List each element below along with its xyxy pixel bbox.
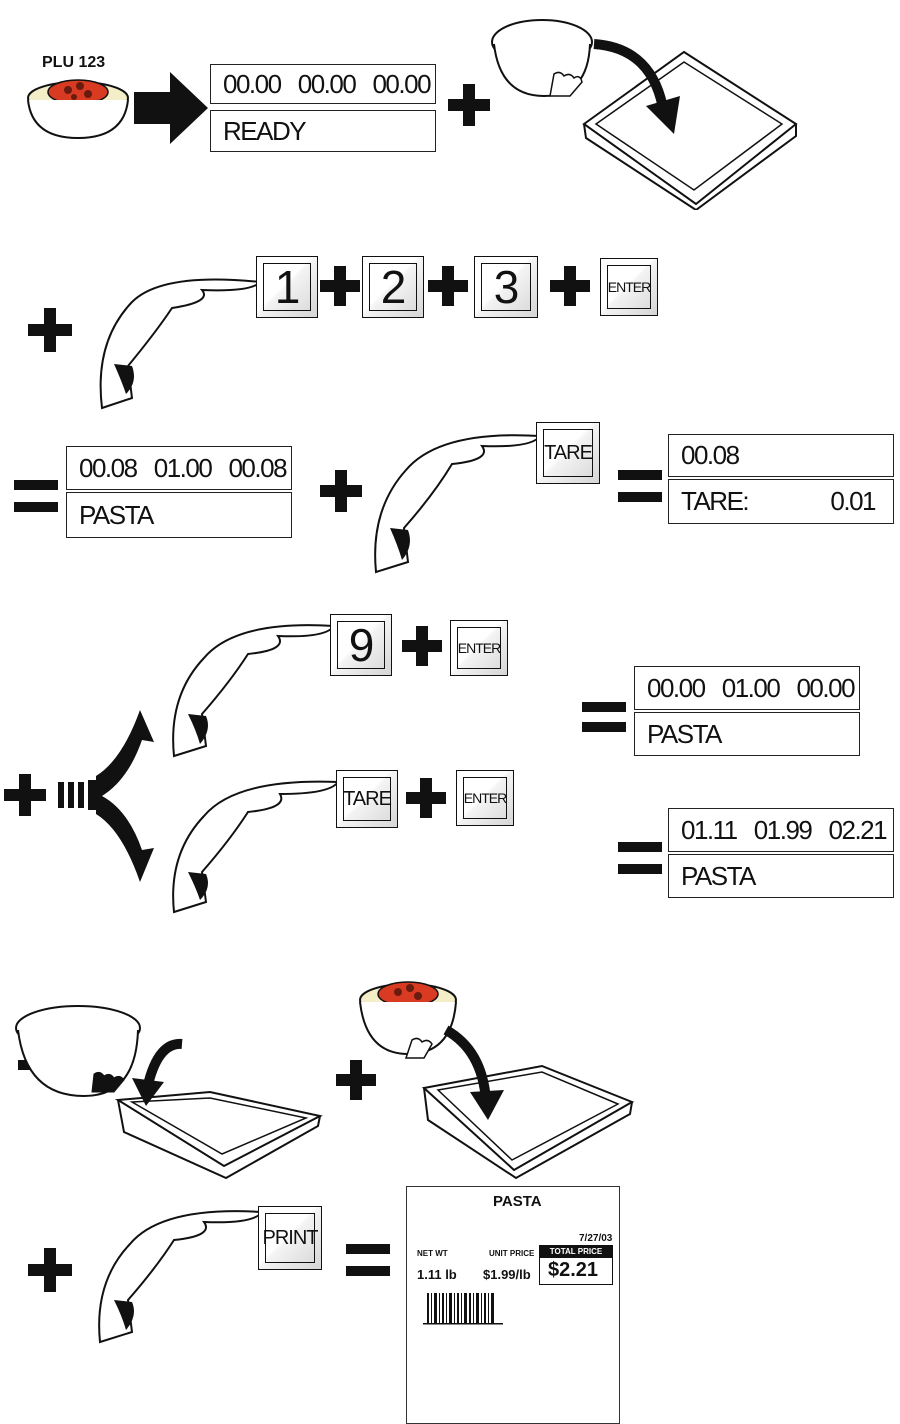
scale-display-tare: 00.08 TARE: 0.01	[668, 434, 894, 524]
pointing-hand-icon	[370, 420, 542, 576]
label-date: 7/27/03	[579, 1233, 613, 1244]
plu-label: PLU 123	[42, 54, 106, 71]
equals-icon	[582, 702, 626, 732]
key-enter[interactable]: ENTER	[600, 258, 658, 316]
plus-icon	[448, 84, 490, 126]
equals-icon	[618, 842, 662, 874]
pointing-hand-icon	[168, 610, 336, 760]
key-tare-label: TARE	[343, 777, 392, 821]
remove-empty-bowl-icon	[6, 1002, 326, 1180]
key-tare[interactable]: TARE	[536, 422, 600, 484]
net-wt-value: 1.11 lb	[417, 1267, 457, 1282]
tare-value: 0.01	[830, 486, 876, 516]
fork-arrow-icon	[56, 700, 156, 890]
printed-label: PASTA 7/27/03 NET WT UNIT PRICE TOTAL PR…	[406, 1186, 620, 1424]
display-bottom-line: TARE: 0.01	[668, 479, 894, 524]
scale-display-pasta: 00.08 01.00 00.08 PASTA	[66, 446, 292, 538]
pointing-hand-icon	[92, 262, 262, 412]
place-pasta-bowl-icon	[352, 970, 642, 1180]
plus-icon	[550, 266, 590, 306]
scale-display-pasta-zeroed: 00.00 01.00 00.00 PASTA	[634, 666, 860, 756]
key-9[interactable]: 9	[330, 614, 392, 676]
barcode-icon	[423, 1293, 503, 1327]
key-enter-label: ENTER	[463, 777, 507, 819]
scale-display-ready: 00.00 00.00 00.00 READY	[210, 64, 436, 152]
plus-icon	[28, 308, 72, 352]
key-print[interactable]: PRINT	[258, 1206, 322, 1270]
display-top-line: 01.11 01.99 02.21	[668, 808, 894, 852]
key-tare[interactable]: TARE	[336, 770, 398, 828]
arrow-right-icon	[134, 72, 208, 144]
total-price-box: TOTAL PRICE $2.21	[539, 1245, 613, 1285]
key-tare-label: TARE	[543, 429, 593, 477]
display-top-line: 00.00 00.00 00.00	[210, 64, 436, 104]
display-top-line: 00.08 01.00 00.08	[66, 446, 292, 490]
display-bottom-line: PASTA	[634, 712, 860, 756]
label-title: PASTA	[493, 1193, 542, 1210]
pasta-bowl-icon: PLU 123	[22, 52, 134, 142]
key-9-label: 9	[337, 619, 385, 671]
plus-icon	[402, 626, 442, 666]
display-top-line: 00.08	[668, 434, 894, 477]
unit-price-value: $1.99/lb	[483, 1267, 531, 1282]
plus-icon	[428, 266, 468, 306]
plus-icon	[406, 778, 446, 818]
key-3[interactable]: 3	[474, 256, 538, 318]
pointing-hand-icon	[168, 768, 340, 916]
display-bottom-line: PASTA	[66, 492, 292, 538]
equals-icon	[346, 1244, 390, 1276]
plus-icon	[320, 470, 362, 512]
key-print-label: PRINT	[263, 1213, 319, 1263]
display-bottom-line: READY	[210, 110, 436, 152]
key-enter-label: ENTER	[457, 627, 501, 669]
key-3-label: 3	[481, 261, 531, 313]
tare-label: TARE:	[681, 486, 750, 516]
plus-icon	[320, 266, 360, 306]
total-price-label: TOTAL PRICE	[540, 1246, 612, 1258]
key-enter[interactable]: ENTER	[456, 770, 514, 826]
empty-bowl-on-tray-icon	[484, 4, 800, 212]
total-price-value: $2.21	[548, 1259, 599, 1281]
pointing-hand-icon	[92, 1196, 264, 1346]
key-1[interactable]: 1	[256, 256, 318, 318]
key-enter-label: ENTER	[607, 265, 651, 309]
key-2-label: 2	[369, 261, 417, 313]
unit-price-label: UNIT PRICE	[489, 1249, 535, 1258]
display-top-line: 00.00 01.00 00.00	[634, 666, 860, 710]
equals-icon	[14, 480, 58, 512]
plus-icon	[28, 1248, 72, 1292]
net-wt-label: NET WT	[417, 1249, 448, 1258]
equals-icon	[618, 470, 662, 502]
key-2[interactable]: 2	[362, 256, 424, 318]
key-1-label: 1	[263, 261, 311, 313]
display-bottom-line: PASTA	[668, 854, 894, 898]
key-enter[interactable]: ENTER	[450, 620, 508, 676]
scale-display-final: 01.11 01.99 02.21 PASTA	[668, 808, 894, 898]
plus-icon	[336, 1060, 376, 1100]
plus-icon	[4, 774, 46, 816]
